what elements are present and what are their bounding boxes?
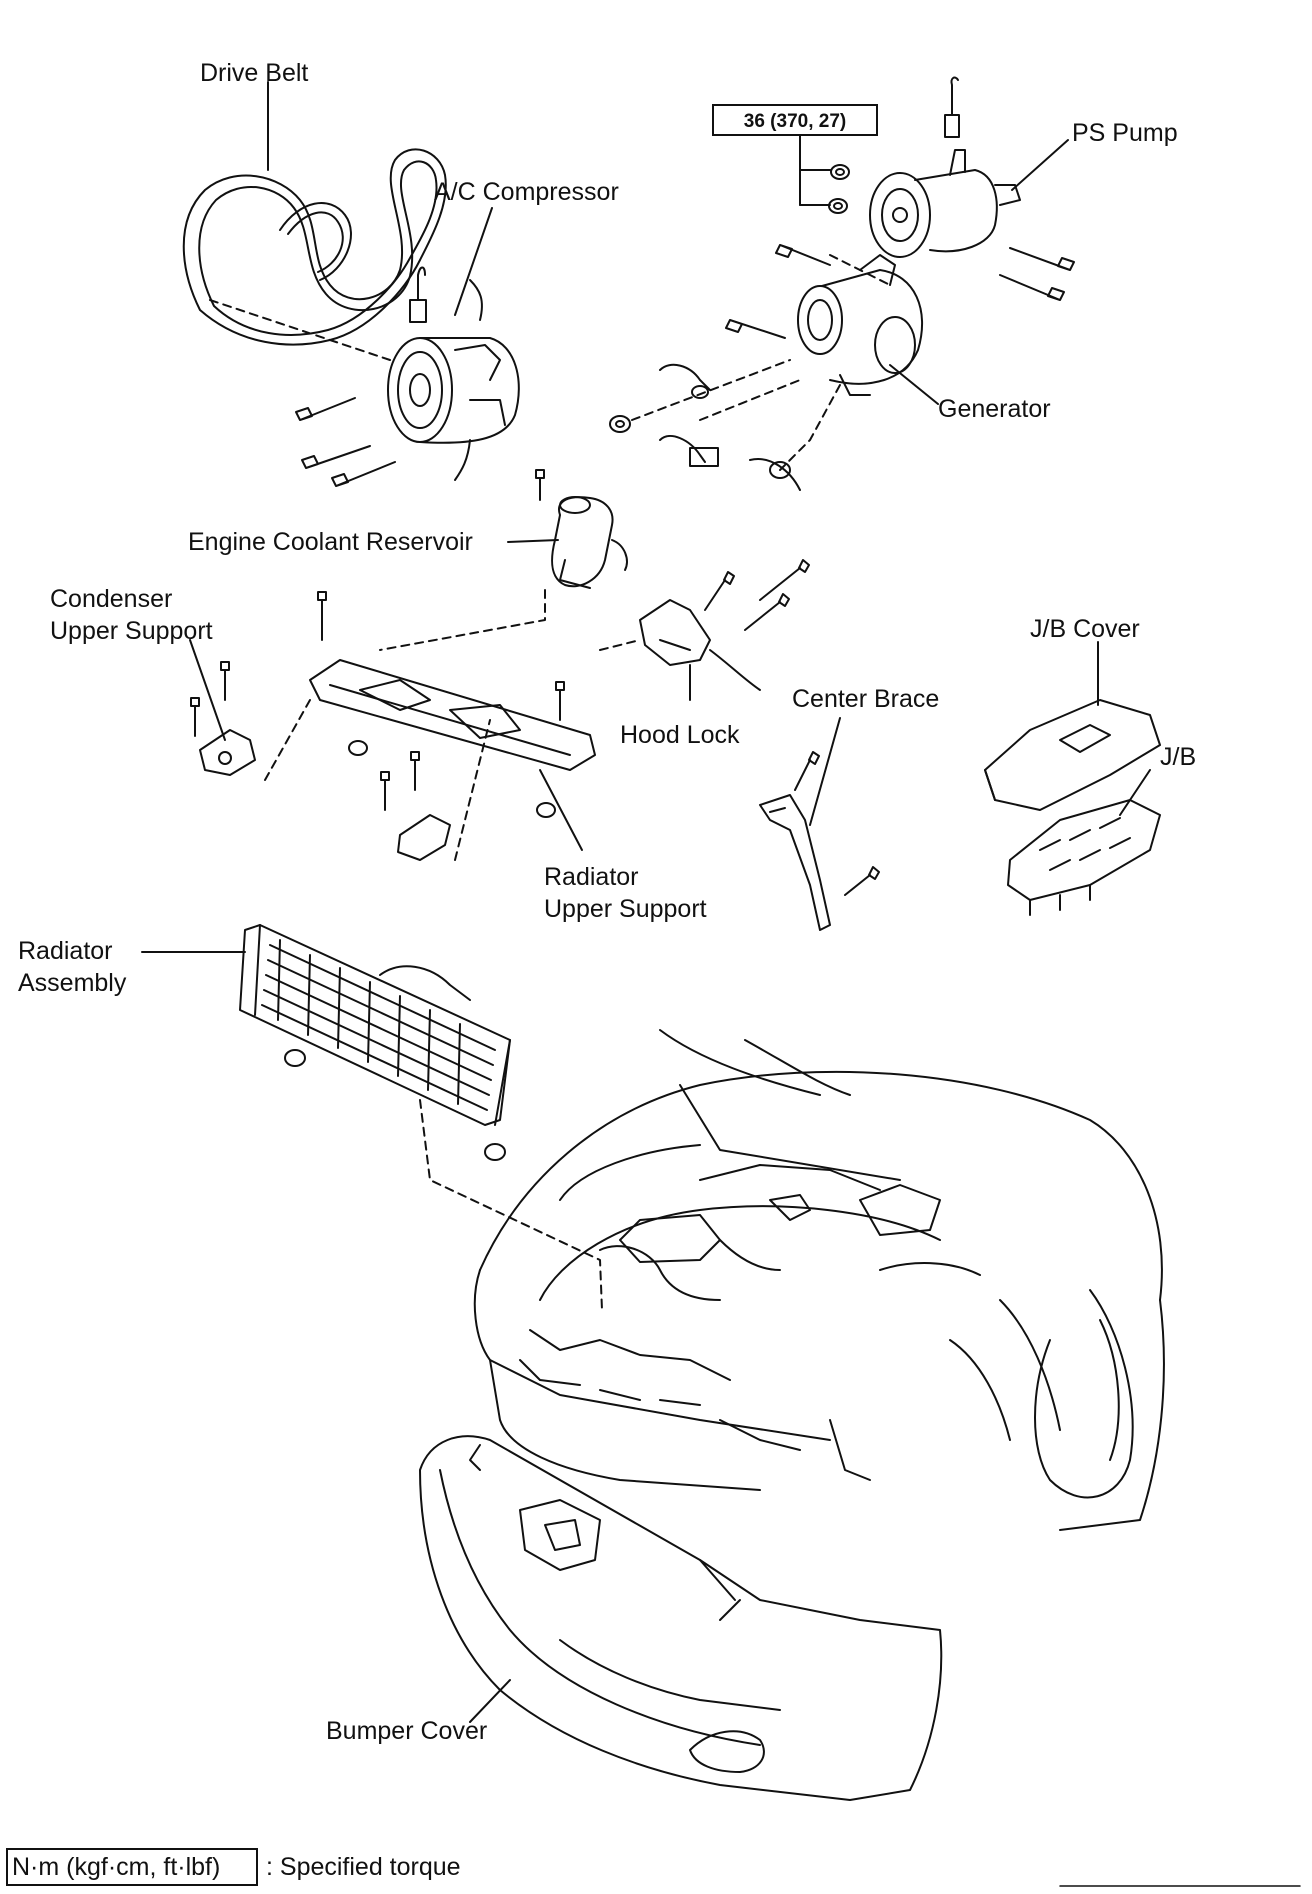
ps-pump-leader [1011,139,1069,191]
car-body [473,1029,1165,1531]
condenser-upper-support [199,729,256,776]
label-generator: Generator [938,395,1051,423]
radiator-guide [419,1099,603,1311]
label-jb: J/B [1160,743,1197,771]
ps-pump-nuts [828,164,850,214]
generator [797,254,923,396]
label-drive-belt: Drive Belt [200,59,309,87]
label-condenser-upper-support-line1: Condenser [50,585,173,613]
label-radiator-assembly-line1: Radiator [18,937,113,965]
drive-belt [182,148,447,346]
radiator-upper-support [309,659,596,771]
reservoir-guide [379,589,546,651]
ac-compressor [387,266,520,481]
lower-support-bracket [380,751,451,861]
hood-lock-bolts [704,559,810,631]
ps-pump [869,76,1021,258]
ps-pump-bolts [775,244,1075,301]
engine-coolant-reservoir-leader [507,539,559,543]
radiator-upper-support-bolts [317,591,565,818]
label-bumper-cover: Bumper Cover [326,1717,488,1745]
label-condenser-upper-support-line2: Upper Support [50,617,213,645]
condenser-upper-support-bolts [190,661,230,737]
center-brace-leader [809,717,841,826]
legend-description: : Specified torque [266,1853,461,1881]
jb-cover [984,699,1161,811]
lower-bracket-guide [454,719,491,861]
hood-lock-guide [599,639,641,651]
reservoir-bolt [535,469,545,501]
center-brace-bolts [794,751,880,896]
label-ac-compressor: A/C Compressor [434,178,619,206]
hood-lock [639,599,761,691]
ac-compressor-leader [454,207,493,316]
generator-bolts-nuts [609,319,801,491]
label-radiator-assembly-line2: Assembly [18,969,127,997]
generator-guide-3 [779,384,841,471]
jb [1007,799,1161,916]
legend-torque-units-box: N·m (kgf·cm, ft·lbf) [6,1848,258,1886]
generator-guide-2 [699,379,801,421]
label-hood-lock: Hood Lock [620,721,740,749]
condenser-guide [264,699,311,781]
generator-guide-1 [631,359,791,421]
generator-leader [889,364,939,405]
label-ps-pump: PS Pump [1072,119,1178,147]
belt-to-compressor-guide [209,299,391,361]
label-engine-coolant-reservoir: Engine Coolant Reservoir [188,528,473,556]
bumper-cover [419,1435,943,1801]
jb-leader [1119,769,1151,816]
radiator-upper-support-leader [539,769,583,851]
bumper-cover-leader [469,1679,511,1723]
radiator-assembly [239,924,511,1161]
center-brace [759,794,831,931]
engine-coolant-reservoir [551,496,628,589]
label-radiator-upper-support-line1: Radiator [544,863,639,891]
label-center-brace: Center Brace [792,685,940,713]
label-jb-cover: J/B Cover [1030,615,1140,643]
torque-spec-box: 36 (370, 27) [712,104,878,136]
condenser-upper-support-leader [189,639,226,741]
ac-compressor-bolts [295,397,396,487]
label-radiator-upper-support-line2: Upper Support [544,895,707,923]
